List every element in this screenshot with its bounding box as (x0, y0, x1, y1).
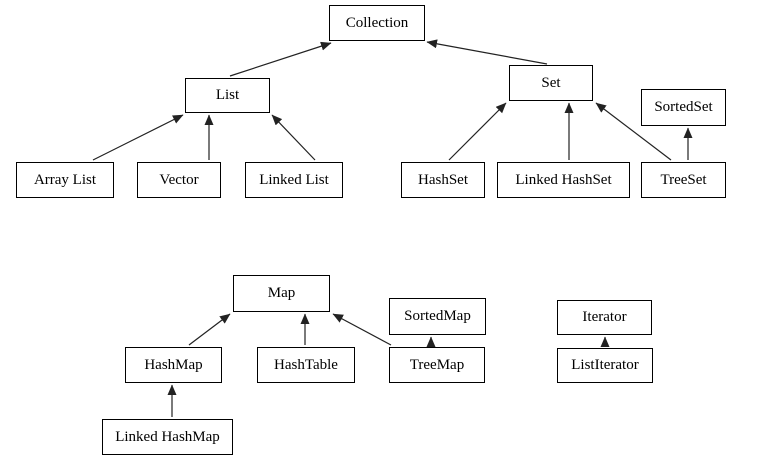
edge-linkedlist-to-list (271, 114, 316, 161)
edge-hashset-to-set (448, 102, 507, 161)
node-linkedlist: Linked List (245, 162, 343, 198)
node-collection: Collection (329, 5, 425, 41)
node-linkedhashmap: Linked HashMap (102, 419, 233, 455)
node-treemap: TreeMap (389, 347, 485, 383)
edge-hashmap-to-map (188, 313, 231, 346)
node-sortedmap: SortedMap (389, 298, 486, 335)
node-set: Set (509, 65, 593, 101)
node-vector: Vector (137, 162, 221, 198)
node-treeset: TreeSet (641, 162, 726, 198)
node-hashmap: HashMap (125, 347, 222, 383)
node-linkedhashset: Linked HashSet (497, 162, 630, 198)
node-hashtable: HashTable (257, 347, 355, 383)
edge-list-to-collection (229, 41, 332, 77)
edge-treemap-to-map (332, 313, 392, 346)
edge-arraylist-to-list (92, 114, 184, 161)
node-iterator: Iterator (557, 300, 652, 335)
node-sortedset: SortedSet (641, 89, 726, 126)
node-map: Map (233, 275, 330, 312)
node-arraylist: Array List (16, 162, 114, 198)
edge-treeset-to-set (595, 102, 672, 161)
node-listiterator: ListIterator (557, 348, 653, 383)
edge-set-to-collection (426, 39, 548, 65)
node-list: List (185, 78, 270, 113)
node-hashset: HashSet (401, 162, 485, 198)
